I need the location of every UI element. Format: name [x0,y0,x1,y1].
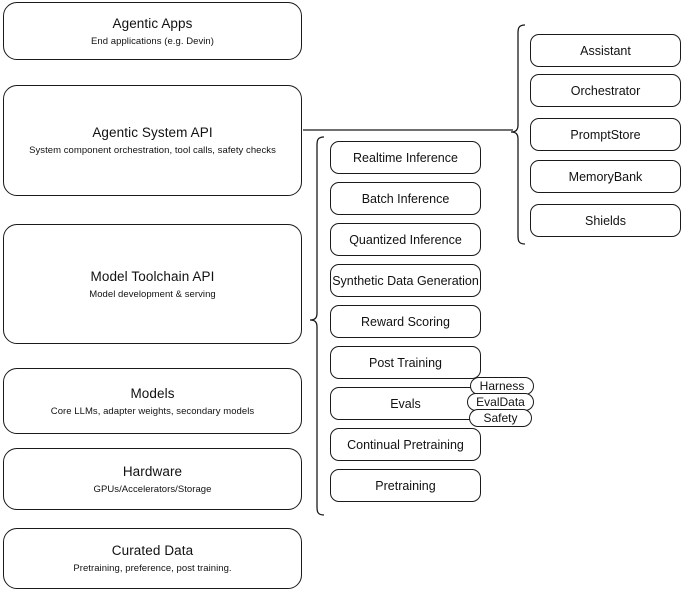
layer-subtitle: System component orchestration, tool cal… [29,145,276,156]
agentic-component-orchestrator[interactable]: Orchestrator [530,74,681,107]
capability-post-training[interactable]: Post Training [330,346,481,379]
capability-label: Continual Pretraining [347,437,464,452]
capability-label: Pretraining [375,478,436,493]
capability-label: Batch Inference [361,191,450,206]
agentic-components-brace [510,24,526,245]
evals-tag-evaldata[interactable]: EvalData [467,393,534,411]
capability-label: Quantized Inference [349,232,462,247]
capability-reward-scoring[interactable]: Reward Scoring [330,305,481,338]
capability-quantized-inference[interactable]: Quantized Inference [330,223,481,256]
capability-synthetic-data-generation[interactable]: Synthetic Data Generation [330,264,481,297]
evals-tag-label: Harness [479,379,525,393]
layer-title: Agentic Apps [112,15,193,31]
layer-subtitle: End applications (e.g. Devin) [91,35,214,47]
layer-title: Hardware [122,463,183,479]
layer-title: Agentic System API [92,125,213,140]
agentic-component-memorybank[interactable]: MemoryBank [530,160,681,193]
capability-pretraining[interactable]: Pretraining [330,469,481,502]
capability-batch-inference[interactable]: Batch Inference [330,182,481,215]
layer-title: Models [130,385,175,401]
agentic-component-label: MemoryBank [568,169,643,184]
capability-realtime-inference[interactable]: Realtime Inference [330,141,481,174]
toolchain-brace [309,136,325,516]
agentic-component-label: Assistant [580,43,631,58]
layer-title: Curated Data [111,543,194,558]
agentic-component-label: Orchestrator [570,83,641,98]
layer-title: Model Toolchain API [90,268,215,284]
agentic-component-label: Shields [585,213,626,228]
stack-layer-hardware[interactable]: Hardware GPUs/Accelerators/Storage [3,448,302,510]
capability-label: Evals [390,396,421,411]
agentic-component-promptstore[interactable]: PromptStore [530,118,681,151]
evals-tag-label: EvalData [476,395,525,409]
capability-label: Post Training [369,355,442,370]
evals-tag-label: Safety [483,411,518,425]
layer-subtitle: Model development & serving [89,288,216,300]
capability-evals[interactable]: Evals [330,387,481,420]
evals-tag-safety[interactable]: Safety [469,409,532,427]
stack-layer-models[interactable]: Models Core LLMs, adapter weights, secon… [3,368,302,434]
agentic-component-shields[interactable]: Shields [530,204,681,237]
agentic-component-label: PromptStore [570,127,641,142]
capability-label: Realtime Inference [353,150,458,165]
layer-subtitle: Pretraining, preference, post training. [73,563,232,574]
layer-subtitle: Core LLMs, adapter weights, secondary mo… [50,405,255,417]
stack-layer-agentic-system-api[interactable]: Agentic System API System component orch… [3,85,302,196]
capability-label: Synthetic Data Generation [332,273,479,288]
capability-label: Reward Scoring [361,314,450,329]
stack-layer-model-toolchain-api[interactable]: Model Toolchain API Model development & … [3,224,302,344]
stack-layer-curated-data[interactable]: Curated Data Pretraining, preference, po… [3,528,302,589]
capability-continual-pretraining[interactable]: Continual Pretraining [330,428,481,461]
layer-subtitle: GPUs/Accelerators/Storage [93,483,212,495]
stack-layer-agentic-apps[interactable]: Agentic Apps End applications (e.g. Devi… [3,2,302,60]
agentic-component-assistant[interactable]: Assistant [530,34,681,67]
